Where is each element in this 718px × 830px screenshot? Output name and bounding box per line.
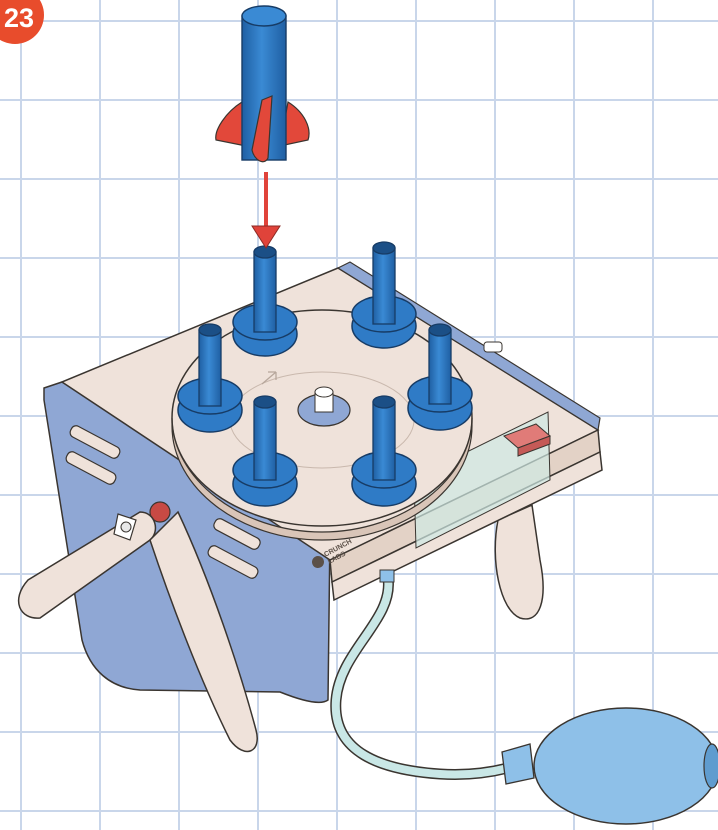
right-leg	[495, 505, 543, 619]
air-tube	[336, 570, 508, 775]
rocket	[216, 6, 309, 162]
insert-arrow	[252, 172, 280, 248]
air-pump-bulb	[502, 708, 718, 824]
